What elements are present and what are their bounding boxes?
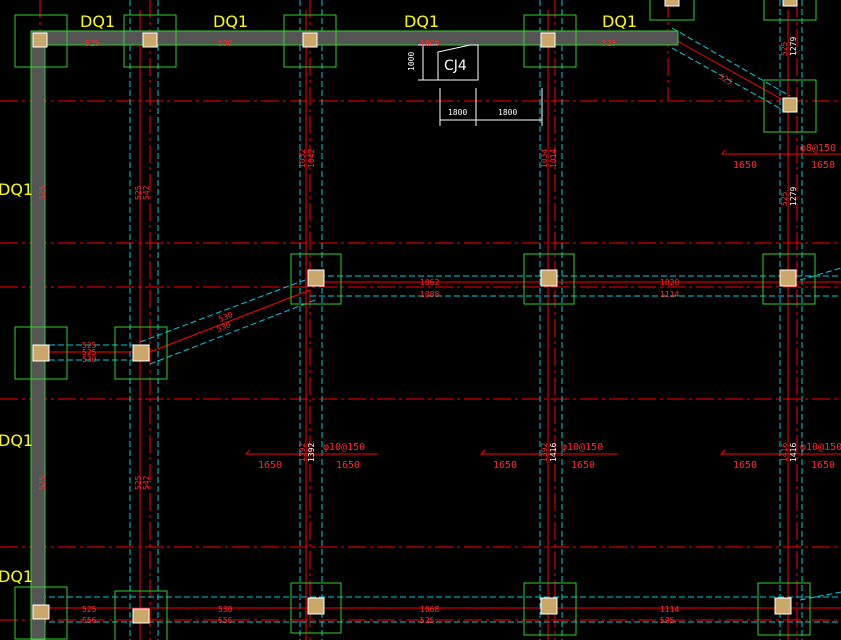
- rebar-spec-2: φ10@150: [323, 442, 365, 453]
- beam-dim-s5: 1088: [420, 290, 439, 299]
- beam-dim-v13: 525: [38, 475, 47, 490]
- beam-dim-v6b: 1392: [298, 443, 307, 462]
- beam-dim-s17: 525: [82, 341, 97, 350]
- rebar-len-1l: 1650: [733, 160, 757, 171]
- beam-dim-s14: 1114: [660, 605, 679, 614]
- dq1-walls: [30, 30, 679, 640]
- rebar-len-2r: 1650: [336, 460, 360, 471]
- beam-dim-s16: 525: [602, 39, 617, 48]
- beam-dim-v4: 1416: [549, 443, 558, 462]
- rebar-len-4l: 1650: [733, 460, 757, 471]
- dim-1800-left: 1800: [448, 108, 467, 117]
- beam-dim-s1: 525: [85, 39, 100, 48]
- beam-dim-v15: 525: [134, 185, 143, 200]
- rebar-len-3l: 1650: [493, 460, 517, 471]
- beam-dim-s10: 530: [218, 605, 233, 614]
- beam-label-top-4: DQ1: [602, 12, 637, 31]
- beam-dim-s1b: 525: [717, 72, 734, 87]
- beam-dim-v13b: 525: [134, 475, 143, 490]
- beam-label-top-1: DQ1: [80, 12, 115, 31]
- beam-dim-s3: 1000: [420, 39, 439, 48]
- beam-dim-s9: 656: [82, 616, 97, 625]
- beam-label-top-3: DQ1: [404, 12, 439, 31]
- beam-dim-s11: 656: [218, 616, 233, 625]
- foundation-tag-label: CJ4: [444, 58, 467, 74]
- beam-label-left-3: DQ1: [0, 567, 33, 586]
- dimension-line: [439, 88, 543, 126]
- dim-vertical-1000: 1000: [407, 52, 416, 71]
- foundation-detail-tag: CJ4: [418, 44, 479, 81]
- beam-dim-v12: 542: [142, 185, 151, 200]
- rebar-len-4r: 1650: [811, 460, 835, 471]
- beam-dim-v3: 1392: [307, 443, 316, 462]
- beam-dim-s2: 530: [218, 39, 233, 48]
- pile-caps: [14, 0, 817, 640]
- beam-centerlines: [40, 10, 841, 640]
- strip-footing-outlines: [40, 0, 841, 640]
- rebar-len-2l: 1650: [258, 460, 282, 471]
- rebar-callouts: [244, 149, 841, 455]
- beam-dim-v5: 1416: [789, 443, 798, 462]
- rebar-spec-4: φ10@150: [800, 442, 841, 453]
- rebar-spec-1: φ8@150: [800, 143, 836, 154]
- beam-dim-s18: 525: [82, 348, 97, 357]
- beam-dim-v11c: 525: [780, 191, 789, 206]
- rebar-spec-3: φ10@150: [561, 442, 603, 453]
- beam-dim-s7: 1114: [660, 290, 679, 299]
- beam-dim-s15: 595: [660, 616, 675, 625]
- beam-dim-v7: 1032: [298, 149, 307, 168]
- beam-dim-s12: 1068: [420, 605, 439, 614]
- beam-dim-s19: 530: [82, 355, 97, 364]
- beam-label-left-1: DQ1: [0, 180, 33, 199]
- beam-dim-v8: 1042: [307, 149, 316, 168]
- rebar-len-3r: 1650: [571, 460, 595, 471]
- beam-dim-s4: 1062: [420, 278, 439, 287]
- beam-dim-s13: 525: [420, 616, 435, 625]
- beam-dim-s8: 525: [82, 605, 97, 614]
- beam-dim-v1: 1279: [789, 37, 798, 56]
- beam-dim-v11b: 525: [780, 41, 789, 56]
- beam-dim-v10: 1014: [549, 149, 558, 168]
- columns: [32, 0, 798, 624]
- beam-label-top-2: DQ1: [213, 12, 248, 31]
- beam-dim-v2: 1279: [789, 187, 798, 206]
- beam-dim-v9: 1034: [540, 149, 549, 168]
- beam-dim-v5b: 1416: [780, 443, 789, 462]
- beam-label-left-2: DQ1: [0, 431, 33, 450]
- beam-dim-v14: 542: [142, 475, 151, 490]
- beam-dim-v6: 1392: [540, 443, 549, 462]
- beam-dim-s6: 1020: [660, 278, 679, 287]
- dim-1800-right: 1800: [498, 108, 517, 117]
- beam-dim-v11: 525: [38, 185, 47, 200]
- rebar-len-1r: 1650: [811, 160, 835, 171]
